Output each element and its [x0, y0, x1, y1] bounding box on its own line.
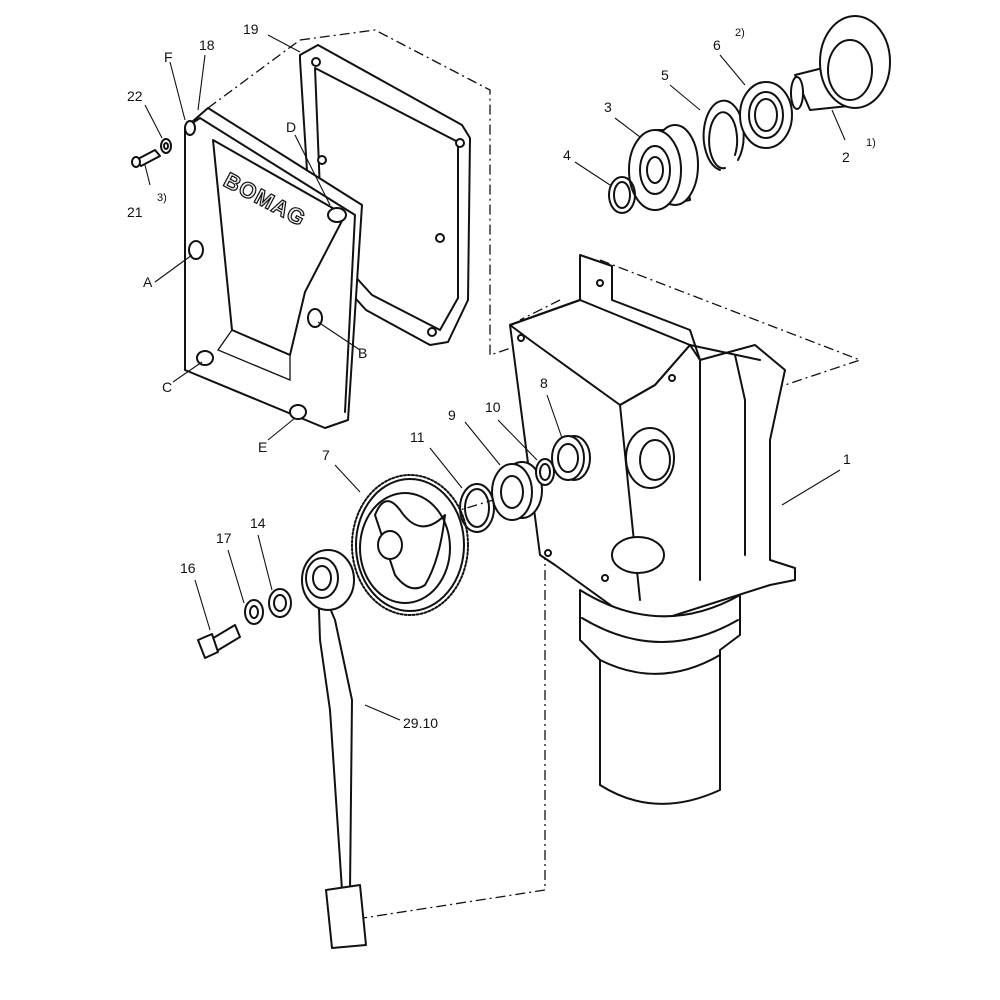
callout-2: 2	[842, 149, 850, 165]
note-part-6: 2)	[735, 27, 745, 39]
lever-29-10	[301, 549, 367, 949]
hole-label-b: B	[358, 345, 367, 361]
callout-14: 14	[250, 515, 266, 531]
bolt-16	[197, 624, 241, 659]
seal-ring-6	[739, 81, 793, 149]
gear-7	[351, 474, 469, 616]
callout-7: 7	[322, 447, 330, 463]
callout-6: 6	[713, 37, 721, 53]
callout-18: 18	[199, 37, 215, 53]
screw-21	[131, 149, 161, 168]
callout-17: 17	[216, 530, 232, 546]
note-part-2: 1)	[866, 137, 876, 149]
circlip-4	[608, 176, 636, 214]
callout-8: 8	[540, 375, 548, 391]
callout-10: 10	[485, 399, 501, 415]
retaining-ring-5	[702, 99, 745, 171]
hole-label-d: D	[286, 119, 296, 135]
bearing-9	[491, 461, 543, 521]
note-part-21: 3)	[157, 192, 167, 204]
callout-4: 4	[563, 147, 571, 163]
shaft-2	[790, 15, 891, 111]
callout-3: 3	[604, 99, 612, 115]
hole-label-e: E	[258, 439, 267, 455]
callout-29-10: 29.10	[403, 715, 438, 731]
gearbox-housing-1	[509, 254, 796, 805]
bearing-3	[628, 124, 699, 211]
callout-21: 21	[127, 204, 143, 220]
callout-22: 22	[127, 88, 143, 104]
lock-washer-17	[244, 599, 264, 625]
hole-label-a: A	[143, 274, 153, 290]
callout-11: 11	[410, 429, 425, 445]
callout-1: 1	[843, 451, 851, 467]
leader-lines	[144, 34, 846, 721]
callout-5: 5	[661, 67, 669, 83]
washer-14	[268, 588, 292, 618]
callout-16: 16	[180, 560, 196, 576]
callout-19: 19	[243, 21, 259, 37]
washer-22	[160, 138, 172, 154]
circlip-11	[459, 483, 495, 533]
hole-label-c: C	[162, 379, 172, 395]
hole-label-f: F	[164, 49, 173, 65]
callout-labels: 1 2 1) 3 4 5 6 2) 7 8 9 10 11 14 16 17 1…	[127, 21, 876, 731]
bearing-8	[551, 435, 591, 481]
callout-9: 9	[448, 407, 456, 423]
ring-10	[535, 458, 555, 486]
cover-plate-18: BOMAG	[184, 107, 363, 429]
